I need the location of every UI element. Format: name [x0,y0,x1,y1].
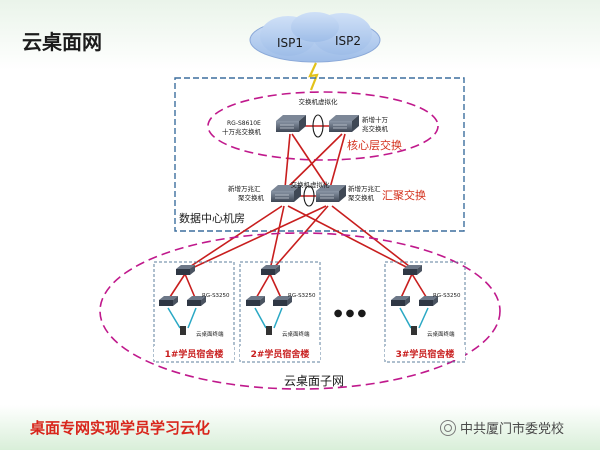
core-virtualization-ring [312,114,324,138]
core-right-desc-2: 兆交换机 [362,124,389,133]
watermark: 中共厦门市委党校 [440,418,564,437]
building-2: RG-S3250 云桌面终端 2#学员宿舍楼 [239,261,321,363]
building-2-label: 2#学员宿舍楼 [251,348,310,360]
building-3: RG-S3250 云桌面终端 3#学员宿舍楼 [384,261,466,363]
lightning-icon [308,62,319,91]
building-1-terminal: 云桌面终端 [196,330,224,338]
isp1-label: ISP1 [277,36,303,50]
datacenter-frame [174,77,465,232]
building-3-label: 3#学员宿舍楼 [396,348,455,360]
agg-left-desc-2: 聚交换机 [238,193,265,202]
subnet-ring [99,232,501,390]
terminal-icon [266,326,272,335]
agg-virtualization-label: 交换机虚拟化 [291,180,331,189]
core-switch-left-icon [275,114,307,133]
more-buildings-ellipsis: ● ● ● [334,308,367,319]
datacenter-label: 数据中心机房 [179,211,245,225]
agg-right-desc-1: 新增万兆汇 [348,184,381,193]
agg-virtualization-ring [303,185,315,207]
building-2-model: RG-S3250 [288,293,316,299]
terminal-icon [180,326,186,335]
terminal-icon [411,326,417,335]
footer-background [0,405,600,450]
core-virtualization-label: 交换机虚拟化 [299,97,339,106]
core-right-desc-1: 新增十万 [362,115,389,124]
slogan: 桌面专网实现学员学习云化 [30,419,211,437]
isp-cloud [249,12,381,63]
core-layer-label: 核心层交换 [347,138,402,152]
agg-right-desc-2: 聚交换机 [348,193,375,202]
wechat-icon [440,419,456,436]
building-3-terminal: 云桌面终端 [427,330,455,338]
page-title: 云桌面网 [22,30,102,54]
isp2-label: ISP2 [335,34,361,48]
building-3-model: RG-S3250 [433,293,461,299]
core-switch-right-icon [328,114,360,133]
core-ring [207,91,439,161]
building-1-model: RG-S3250 [202,293,230,299]
watermark-text: 中共厦门市委党校 [460,422,565,437]
subnet-label: 云桌面子网 [284,374,344,388]
core-left-desc: 十万兆交换机 [222,127,262,136]
backbone-links [167,125,429,301]
building-1: RG-S3250 云桌面终端 1#学员宿舍楼 [153,261,235,363]
agg-left-desc-1: 新增万兆汇 [228,184,261,193]
building-1-label: 1#学员宿舍楼 [165,348,224,360]
core-left-model: RG-S8610E [227,120,261,127]
building-2-terminal: 云桌面终端 [282,330,310,338]
agg-layer-label: 汇聚交换 [382,188,426,202]
